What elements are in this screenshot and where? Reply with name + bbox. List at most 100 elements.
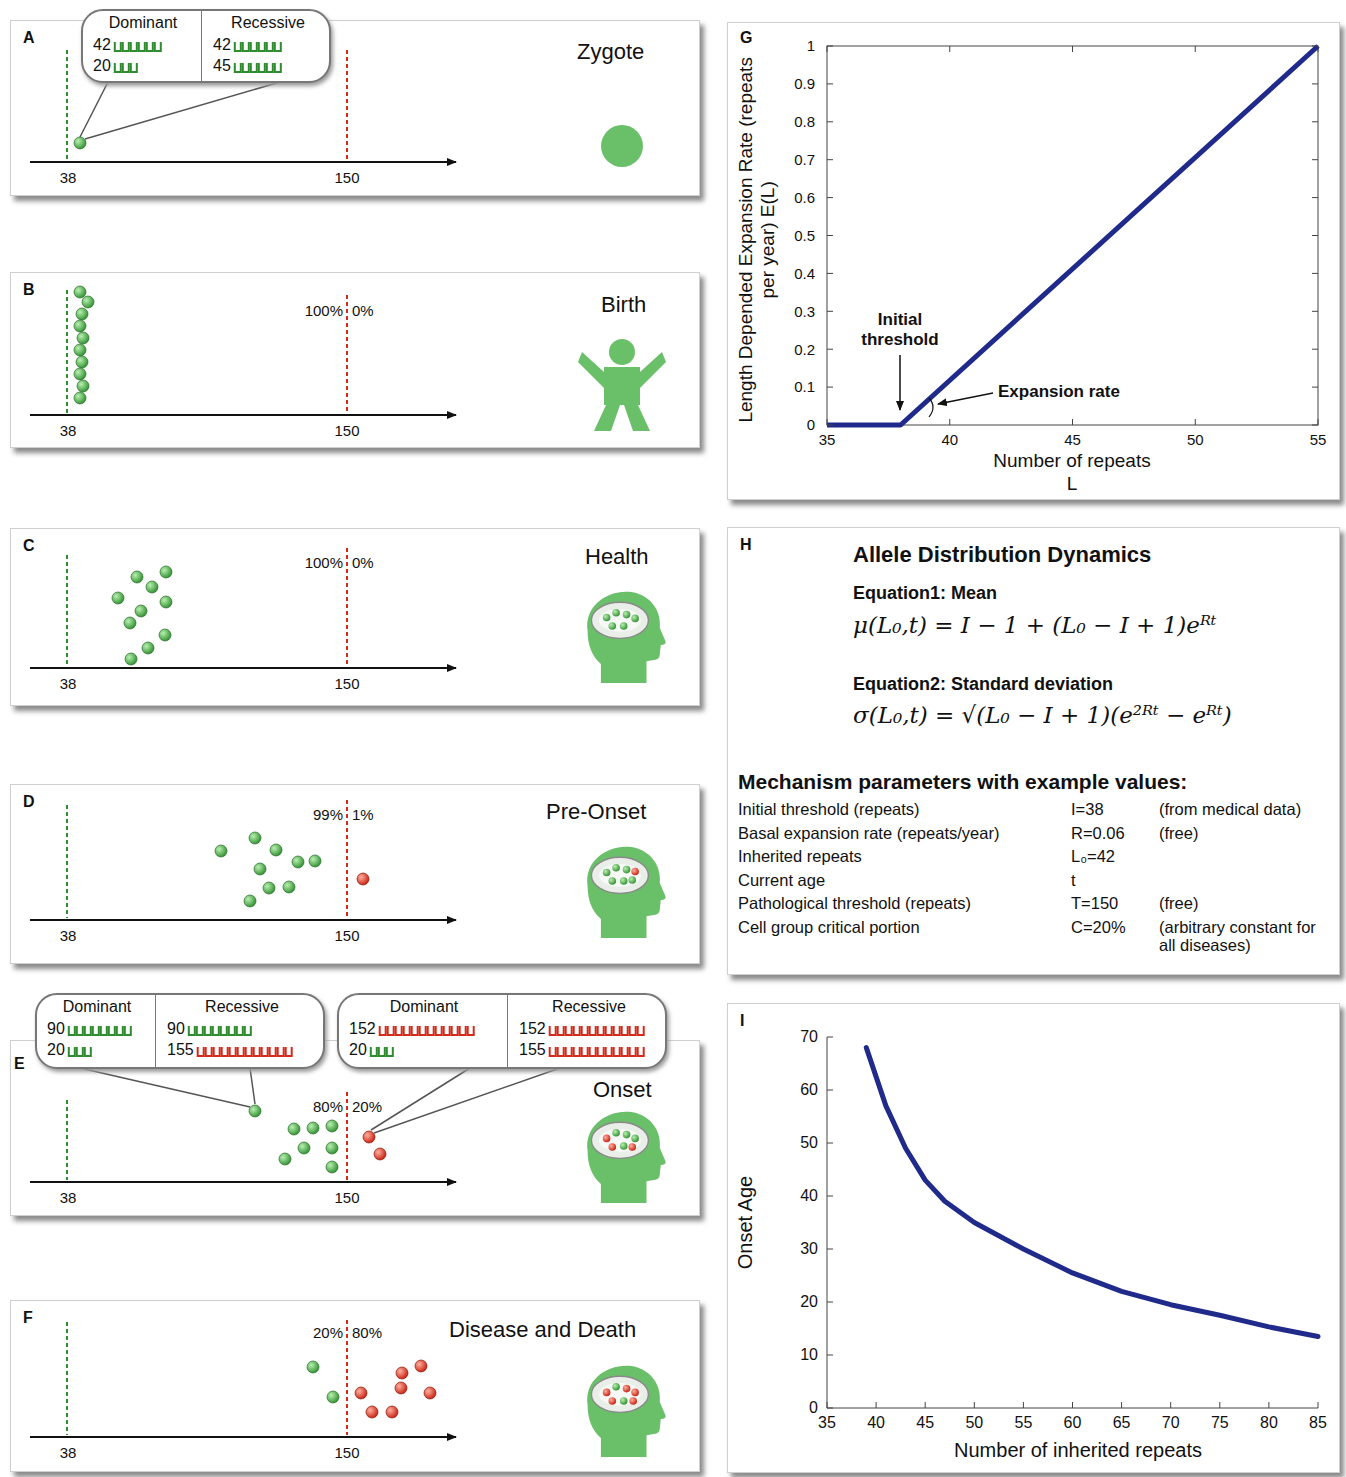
repeat-unit <box>275 63 281 72</box>
repeat-unit <box>558 1026 564 1035</box>
axis-tick-label: 1 <box>807 37 815 54</box>
repeat-unit <box>139 42 145 51</box>
repeat-unit <box>404 1026 410 1035</box>
axis-tick-label: 45 <box>1064 431 1081 448</box>
repeat-unit <box>205 1026 211 1035</box>
column-divider <box>155 995 156 1067</box>
axis-tick-label: 80 <box>1260 1414 1278 1432</box>
repeat-unit <box>147 42 153 51</box>
panel-text: (arbitrary constant for all diseases) <box>1159 918 1334 956</box>
percentage-label: 0% <box>352 302 374 319</box>
repeat-unit <box>69 1047 75 1056</box>
axis-title: Initial threshold <box>845 310 955 349</box>
repeat-unit <box>77 1047 83 1056</box>
tick-mark <box>827 121 833 122</box>
repeat-unit <box>189 1026 195 1035</box>
tick-mark <box>949 419 950 425</box>
repeat-count: 90 <box>167 1020 185 1038</box>
repeat-unit <box>420 1026 426 1035</box>
repeat-unit <box>436 1026 442 1035</box>
axis-tick-label: 0 <box>807 416 815 433</box>
panel-text: Equation1: Mean <box>853 583 997 604</box>
panel-text: Basal expansion rate (repeats/year) <box>738 824 999 843</box>
repeat-unit <box>206 1047 212 1056</box>
axis-tick-label: 55 <box>1310 431 1327 448</box>
tick-mark <box>1312 83 1318 84</box>
repeat-unit <box>550 1047 556 1056</box>
repeat-count: 20 <box>349 1041 367 1059</box>
axis-title: L <box>1067 473 1078 495</box>
column-header: Dominant <box>390 998 458 1016</box>
panel-text: t <box>1071 871 1076 890</box>
figure-panel: BBirth <box>10 272 700 448</box>
repeat-count: 152 <box>519 1020 546 1038</box>
axis-tick-label: 150 <box>334 927 359 944</box>
axis-tick-label: 38 <box>60 422 77 439</box>
repeat-unit <box>77 1026 83 1035</box>
repeat-count: 155 <box>519 1041 546 1059</box>
axis-tick-label: 20 <box>800 1293 818 1311</box>
repeat-unit <box>590 1026 596 1035</box>
tick-mark <box>827 1090 833 1091</box>
column-divider <box>507 995 508 1067</box>
axis-tick-label: 40 <box>941 431 958 448</box>
repeat-unit <box>235 42 241 51</box>
tick-mark <box>1312 273 1318 274</box>
repeat-unit <box>214 1047 220 1056</box>
panel-text: T=150 <box>1071 894 1118 913</box>
tick-mark <box>827 1408 833 1409</box>
repeat-unit <box>69 1026 75 1035</box>
panel-letter: B <box>23 281 35 299</box>
tick-mark <box>1312 349 1318 350</box>
repeat-unit <box>630 1026 636 1035</box>
repeat-unit <box>606 1026 612 1035</box>
repeat-unit <box>259 63 265 72</box>
axis-tick-label: 55 <box>1015 1414 1033 1432</box>
repeat-unit <box>590 1047 596 1056</box>
repeat-unit <box>123 63 129 72</box>
panel-letter: F <box>23 1309 33 1327</box>
repeat-unit <box>622 1026 628 1035</box>
tick-mark <box>1312 121 1318 122</box>
panel-text: Mechanism parameters with example values… <box>738 770 1187 794</box>
repeat-unit <box>412 1026 418 1035</box>
axis-title: Onset Age <box>734 1122 757 1322</box>
panel-text: Current age <box>738 871 825 890</box>
repeat-unit <box>229 1026 235 1035</box>
panel-letter: D <box>23 793 35 811</box>
repeat-unit <box>198 1047 204 1056</box>
repeat-unit <box>638 1047 644 1056</box>
repeat-unit <box>267 42 273 51</box>
axis-tick-label: 0.1 <box>794 378 815 395</box>
tick-mark <box>827 159 833 160</box>
tick-mark <box>827 273 833 274</box>
tick-mark <box>1312 387 1318 388</box>
repeat-unit <box>101 1026 107 1035</box>
tick-mark <box>1312 46 1318 47</box>
percentage-label: 20% <box>313 1324 343 1341</box>
repeat-unit <box>550 1026 556 1035</box>
repeat-unit <box>235 63 241 72</box>
repeat-unit <box>638 1026 644 1035</box>
repeat-count: 45 <box>213 57 231 75</box>
axis-tick-label: 35 <box>819 431 836 448</box>
panel-letter: E <box>14 1055 25 1073</box>
repeat-unit <box>388 1026 394 1035</box>
repeat-unit <box>85 1047 91 1056</box>
axis-tick-label: 0.9 <box>794 75 815 92</box>
percentage-label: 20% <box>352 1098 382 1115</box>
repeat-unit <box>115 42 121 51</box>
axis-tick-label: 150 <box>334 1444 359 1461</box>
repeat-unit <box>222 1047 228 1056</box>
tick-mark <box>827 1302 833 1303</box>
panel-text: (free) <box>1159 894 1198 913</box>
panel-text: Equation2: Standard deviation <box>853 674 1113 695</box>
tick-mark <box>1268 1402 1269 1408</box>
repeat-unit <box>115 63 121 72</box>
axis-tick-label: 0.4 <box>794 265 815 282</box>
repeat-unit <box>387 1047 393 1056</box>
repeat-unit <box>428 1026 434 1035</box>
panel-text: R=0.06 <box>1071 824 1125 843</box>
callout-box: Dominant4220Recessive4245 <box>81 9 331 83</box>
tick-mark <box>1072 46 1073 52</box>
